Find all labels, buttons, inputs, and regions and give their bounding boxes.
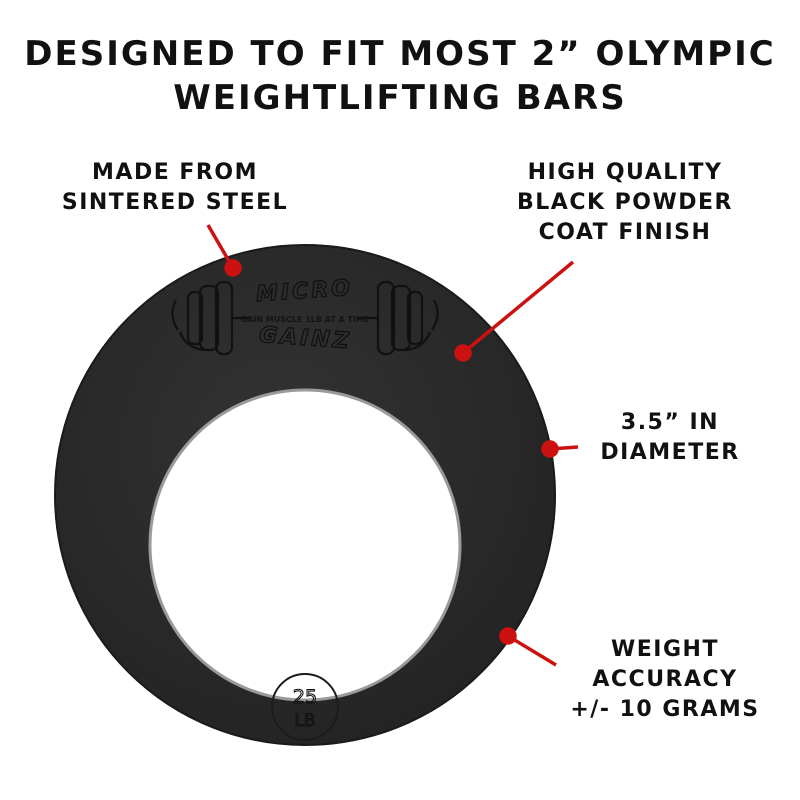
callout-material-line-1: MADE FROM	[92, 160, 258, 185]
pointer-dot-diameter	[541, 440, 559, 458]
pointer-dot-material	[224, 259, 242, 277]
callout-accuracy-line-2: ACCURACY	[592, 667, 738, 692]
callout-finish-line-1: HIGH QUALITY	[527, 160, 723, 185]
callout-accuracy-line-1: WEIGHT	[611, 637, 719, 662]
pointer-dot-finish	[454, 344, 472, 362]
callout-material: MADE FROM SINTERED STEEL	[40, 158, 310, 218]
callout-accuracy: WEIGHT ACCURACY +/- 10 GRAMS	[560, 635, 770, 725]
barbell-fist-icon-right	[358, 280, 439, 356]
callout-diameter: 3.5” IN DIAMETER	[585, 408, 755, 468]
pointer-line-finish	[461, 260, 575, 355]
headline-line-1: DESIGNED TO FIT MOST 2” OLYMPIC	[24, 34, 776, 74]
plate-tagline: GAIN MUSCLE 1LB AT A TIME	[241, 315, 370, 324]
weight-marking-ring	[271, 673, 339, 741]
pointer-dot-accuracy	[499, 627, 517, 645]
callout-material-line-2: SINTERED STEEL	[61, 190, 289, 215]
pointer-line-accuracy	[507, 634, 557, 667]
callout-diameter-line-2: DIAMETER	[600, 440, 740, 465]
callout-diameter-line-1: 3.5” IN	[620, 410, 720, 435]
callout-finish: HIGH QUALITY BLACK POWDER COAT FINISH	[490, 158, 760, 248]
plate-weight-unit: LB	[294, 711, 315, 731]
headline-line-2: WEIGHTLIFTING BARS	[173, 78, 627, 118]
plate-hole-edge	[148, 388, 462, 702]
barbell-fist-icon-left	[171, 280, 252, 356]
callout-finish-line-2: BLACK POWDER	[517, 190, 733, 215]
callout-finish-line-3: COAT FINISH	[538, 220, 712, 245]
callout-accuracy-line-3: +/- 10 GRAMS	[570, 697, 760, 722]
plate-weight-value: 25	[293, 686, 317, 708]
